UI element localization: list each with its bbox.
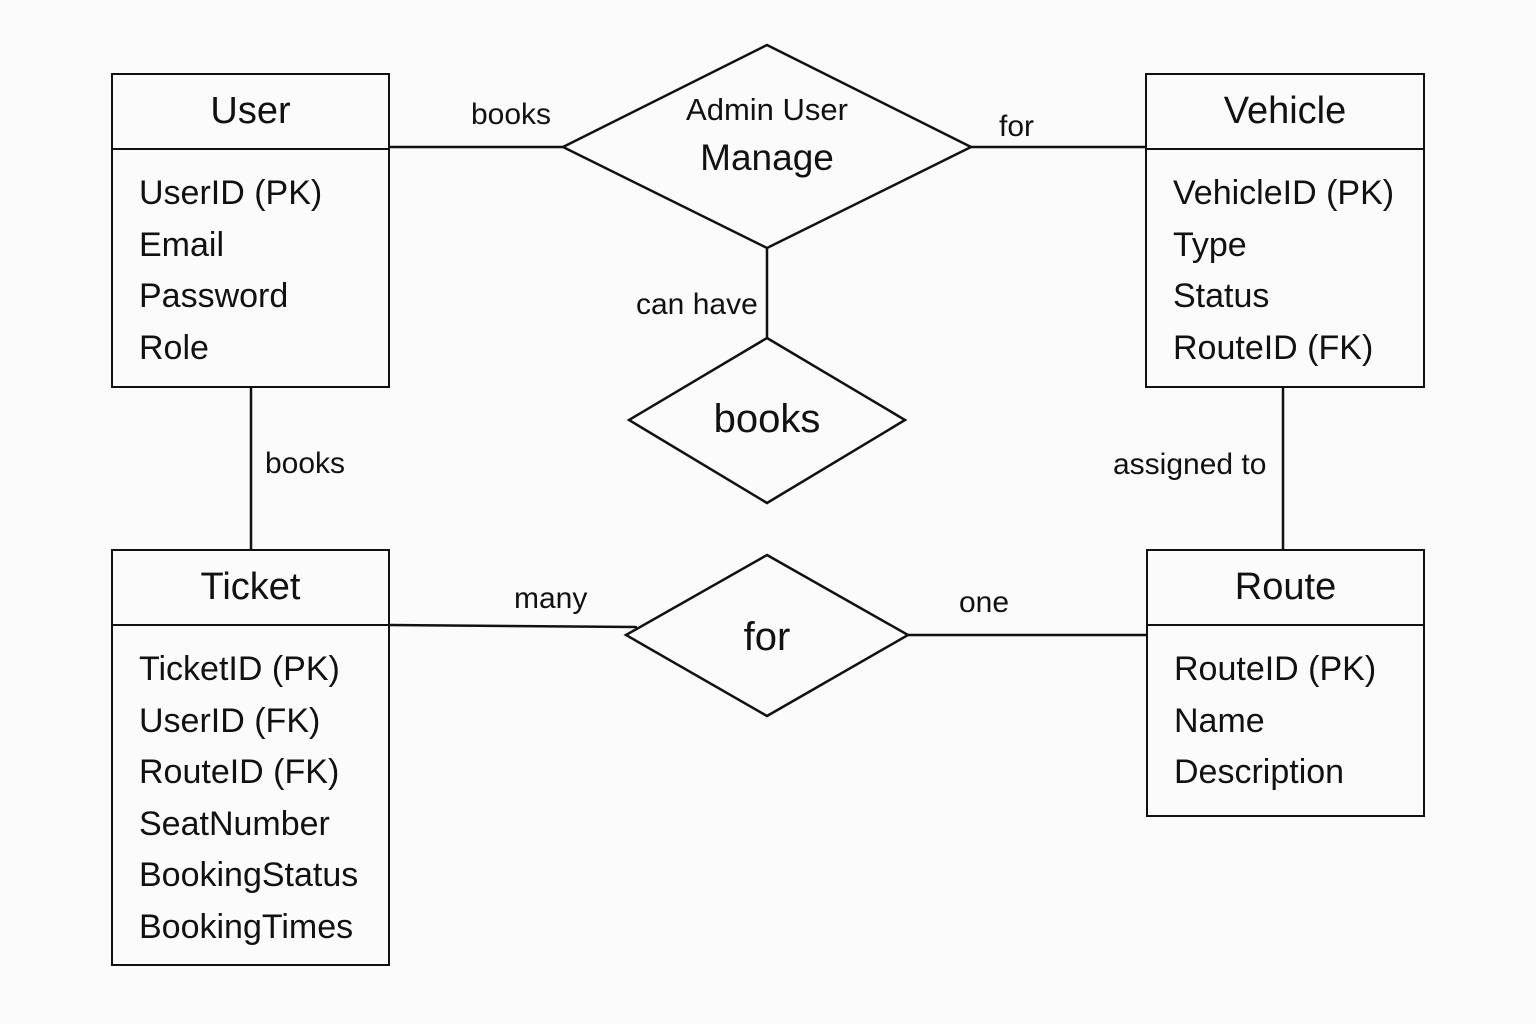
entity-vehicle-attribute: Status xyxy=(1173,277,1270,315)
relationship-for-label: for xyxy=(743,615,791,659)
entity-user-title: User xyxy=(113,75,388,150)
edge-label-user-admin: books xyxy=(471,98,552,131)
entity-route: Route RouteID (PK) Name Description xyxy=(1146,549,1425,817)
entity-ticket-attribute: BookingTimes xyxy=(139,907,354,946)
entity-vehicle-attribute: Type xyxy=(1173,225,1247,264)
relationship-books-label: books xyxy=(713,397,821,441)
entity-user-attributes: UserID (PK) Email Password Role xyxy=(113,150,388,374)
entity-ticket-attribute: UserID (FK) xyxy=(139,701,321,740)
entity-ticket-title: Ticket xyxy=(113,551,388,626)
entity-ticket-attribute: TicketID (PK) xyxy=(139,650,340,688)
entity-user: User UserID (PK) Email Password Role xyxy=(111,73,390,388)
entity-ticket-attribute: SeatNumber xyxy=(139,804,330,843)
entity-ticket-attribute: RouteID (FK) xyxy=(139,753,340,791)
entity-route-attribute: RouteID (PK) xyxy=(1174,650,1377,688)
relationship-admin-label-line1: Admin User xyxy=(686,92,848,127)
entity-vehicle-attribute: VehicleID (PK) xyxy=(1173,174,1395,212)
entity-vehicle-attribute: RouteID (FK) xyxy=(1173,328,1374,367)
entity-route-attribute: Name xyxy=(1174,701,1265,740)
relationship-books-diamond xyxy=(626,336,908,505)
relationship-for-diamond xyxy=(623,553,911,718)
edge-label-admin-vehicle: for xyxy=(999,110,1035,143)
connector-ticket-for xyxy=(388,623,638,629)
edge-label-for-route: one xyxy=(959,586,1010,619)
entity-ticket-attributes: TicketID (PK) UserID (FK) RouteID (FK) S… xyxy=(113,626,388,953)
entity-user-attribute: UserID (PK) xyxy=(139,174,323,212)
entity-vehicle-title: Vehicle xyxy=(1147,75,1423,150)
entity-user-attribute: Email xyxy=(139,225,225,264)
entity-ticket: Ticket TicketID (PK) UserID (FK) RouteID… xyxy=(111,549,390,966)
entity-route-attributes: RouteID (PK) Name Description xyxy=(1148,626,1423,799)
entity-route-attribute: Description xyxy=(1174,753,1345,791)
entity-ticket-attribute: BookingStatus xyxy=(139,856,359,894)
edge-label-user-ticket: books xyxy=(265,447,346,480)
entity-user-attribute: Password xyxy=(139,277,289,315)
entity-vehicle: Vehicle VehicleID (PK) Type Status Route… xyxy=(1145,73,1425,388)
edge-label-vehicle-route: assigned to xyxy=(1113,448,1267,481)
entity-vehicle-attributes: VehicleID (PK) Type Status RouteID (FK) xyxy=(1147,150,1423,374)
edge-label-admin-books: can have xyxy=(636,288,758,321)
relationship-admin-label-line2: Manage xyxy=(700,137,834,178)
entity-user-attribute: Role xyxy=(139,328,209,367)
entity-route-title: Route xyxy=(1148,551,1423,626)
relationship-admin-diamond xyxy=(560,43,974,250)
edge-label-ticket-for: many xyxy=(514,582,588,615)
